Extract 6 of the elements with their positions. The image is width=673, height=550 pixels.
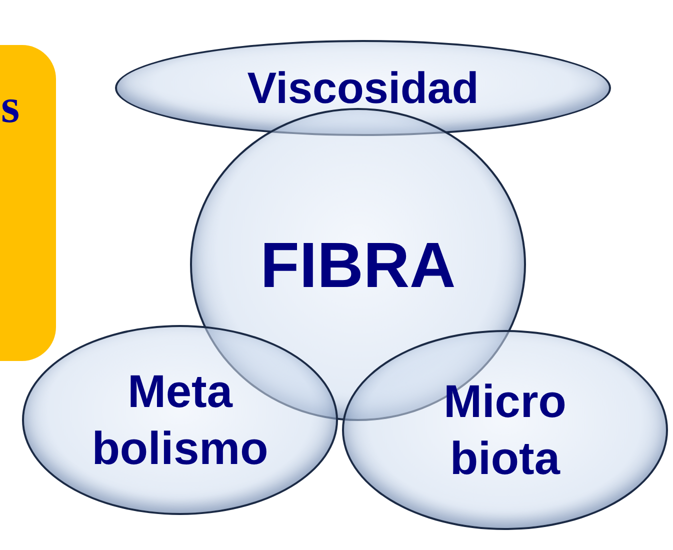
node-label: Viscosidad	[246, 62, 480, 114]
rounded-panel	[0, 45, 56, 361]
panel-text: s	[1, 83, 20, 131]
node-label: Meta bolismo	[90, 364, 270, 476]
node-label: FIBRA	[259, 228, 457, 302]
node-label: Micro biota	[442, 374, 568, 486]
